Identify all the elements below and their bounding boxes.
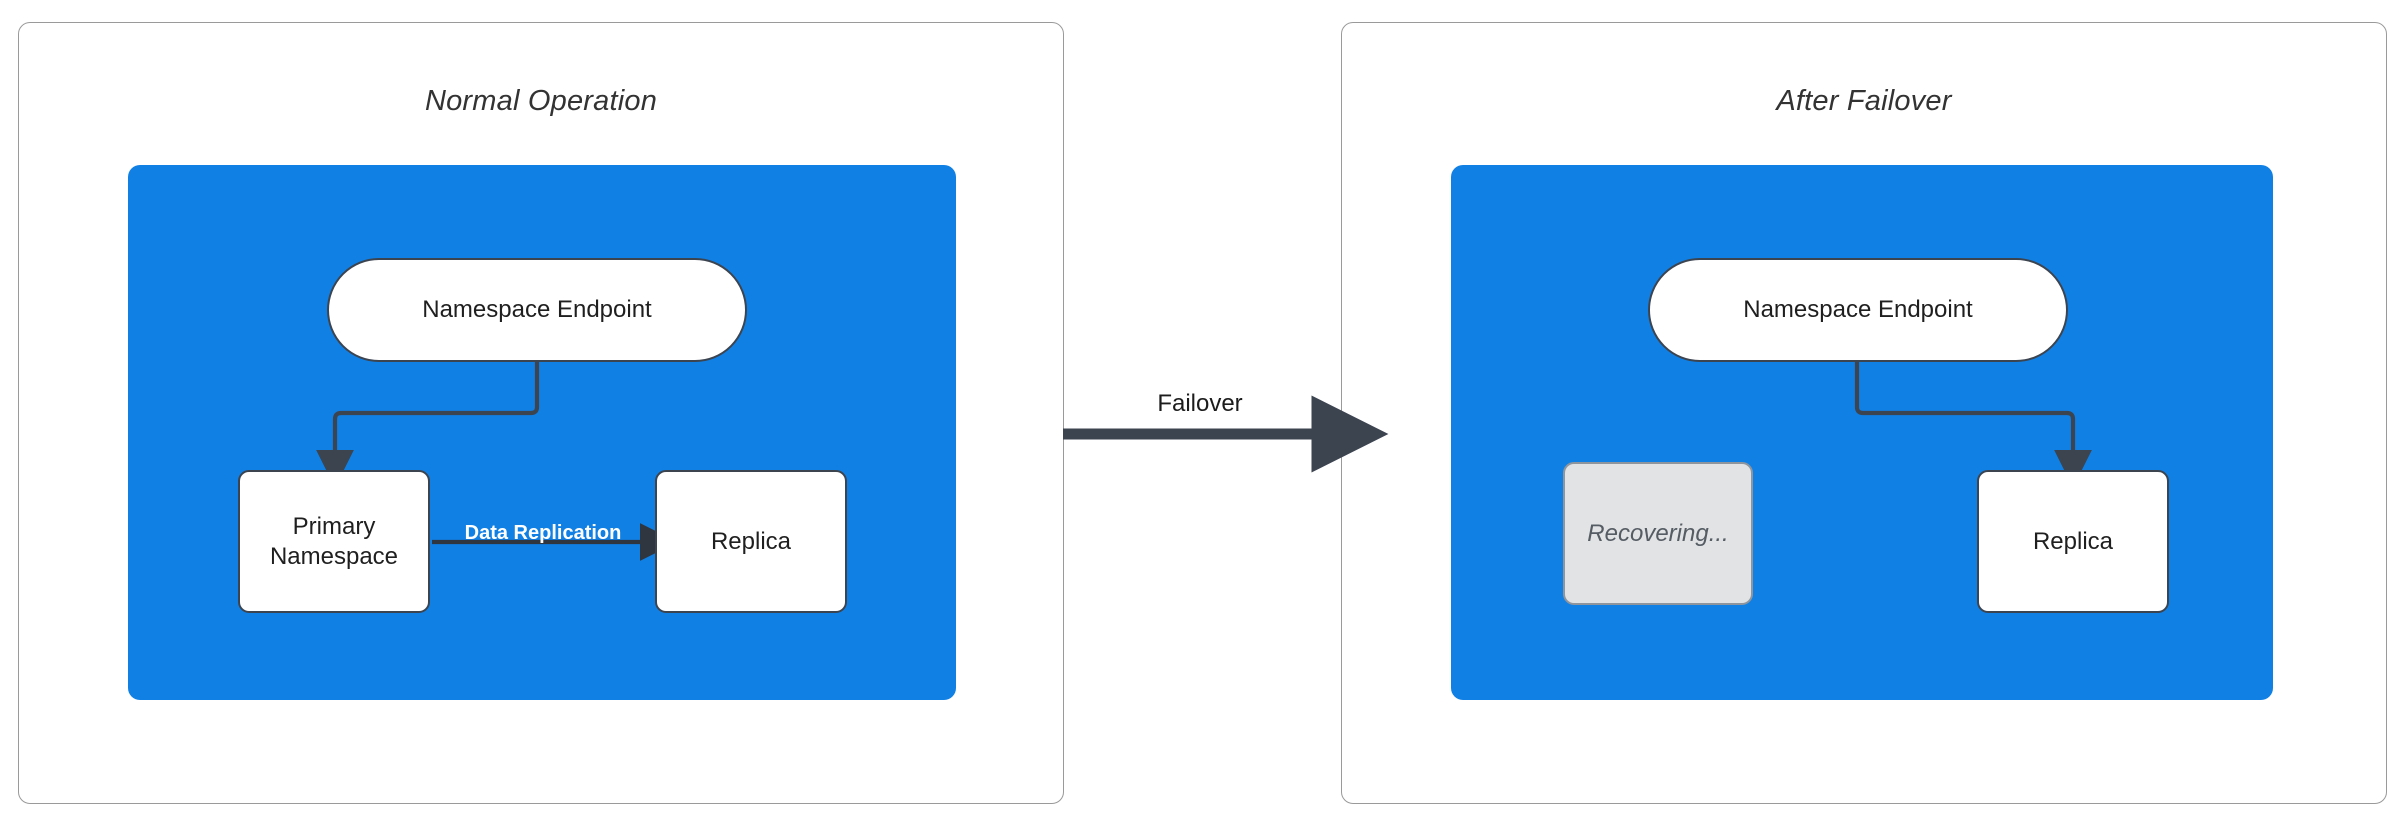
zone-failover-region: [1451, 165, 2273, 700]
node-primary-namespace[interactable]: Primary Namespace: [238, 470, 430, 613]
zone-primary-region: [128, 165, 956, 700]
node-replica-right[interactable]: Replica: [1977, 470, 2169, 613]
node-namespace-endpoint-left[interactable]: Namespace Endpoint: [327, 258, 747, 362]
node-namespace-endpoint-right[interactable]: Namespace Endpoint: [1648, 258, 2068, 362]
primary-line-2: Namespace: [269, 542, 399, 570]
panel-title-normal-operation: Normal Operation: [424, 85, 658, 117]
panel-title-after-failover: After Failover: [1776, 85, 1952, 117]
node-replica-left[interactable]: Replica: [655, 470, 847, 613]
transition-label-failover: Failover: [1157, 390, 1243, 417]
node-primary-namespace-label: Primary Namespace: [270, 512, 398, 572]
edge-label-data-replication: Data Replication: [464, 522, 622, 544]
primary-line-1: Primary: [292, 512, 376, 540]
node-recovering[interactable]: Recovering...: [1563, 462, 1753, 605]
